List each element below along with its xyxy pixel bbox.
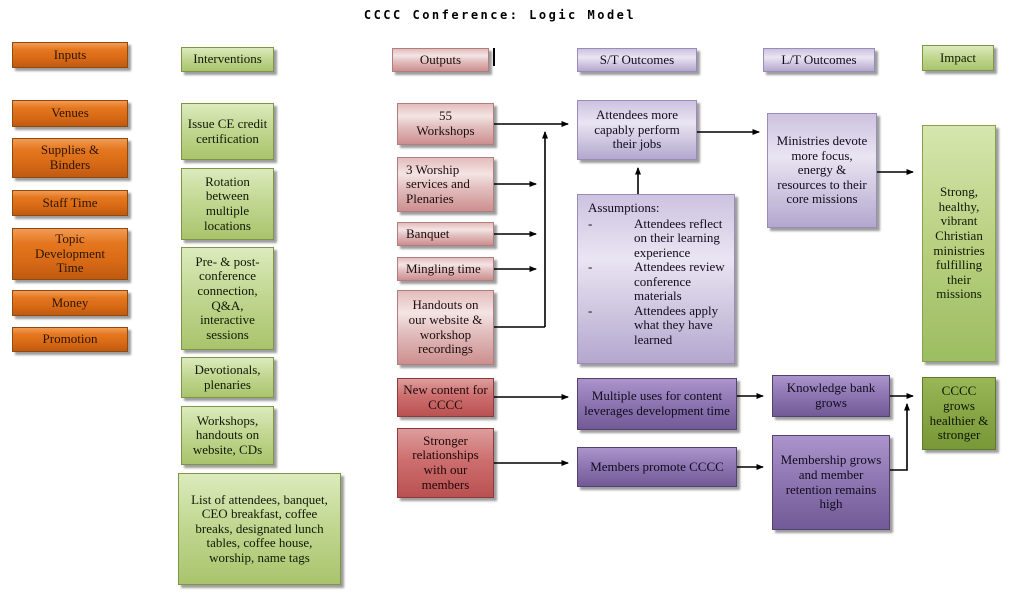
input-supplies-binders: Supplies & Binders	[12, 138, 128, 178]
assumption-item: - Attendees review conference materials	[588, 259, 730, 304]
header-inputs: Inputs	[12, 42, 128, 68]
assumption-text: Attendees review conference materials	[634, 259, 725, 304]
input-promotion: Promotion	[12, 327, 128, 352]
intervention-pre-post-conference: Pre- & post-conference connection, Q&A, …	[181, 247, 274, 350]
header-st-outcomes: S/T Outcomes	[577, 48, 697, 72]
intervention-devotionals: Devotionals, plenaries	[181, 357, 274, 398]
output-worship-plenaries: 3 Worship services and Plenaries	[397, 157, 494, 212]
lt-outcome-ministries: Ministries devote more focus, energy & r…	[767, 113, 877, 228]
assumptions-title: Assumptions:	[588, 200, 660, 215]
input-topic-development-time: Topic Development Time	[12, 228, 128, 280]
lt-outcome-knowledge-bank: Knowledge bank grows	[772, 375, 890, 417]
input-venues: Venues	[12, 100, 128, 127]
bullet-dash: -	[588, 215, 593, 231]
output-stronger-relationships: Stronger relationships with our members	[397, 428, 494, 498]
st-outcome-attendees-perform: Attendees more capably perform their job…	[577, 100, 697, 160]
header-outputs: Outputs	[392, 48, 489, 72]
impact-strong-ministries: Strong, healthy, vibrant Christian minis…	[922, 125, 996, 362]
header-impact: Impact	[922, 45, 994, 71]
assumption-item: - Attendees reflect on their learning ex…	[588, 215, 730, 261]
diagram-title: CCCC Conference: Logic Model	[363, 8, 637, 22]
input-staff-time: Staff Time	[12, 190, 128, 216]
st-outcome-members-promote: Members promote CCCC	[577, 447, 737, 487]
output-banquet: Banquet	[397, 222, 494, 246]
assumption-text: Attendees apply what they have learned	[634, 302, 719, 347]
st-assumptions-box: Assumptions: - Attendees reflect on thei…	[577, 194, 735, 364]
header-interventions: Interventions	[181, 47, 274, 72]
impact-cccc-grows: CCCC grows healthier & stronger	[922, 377, 996, 450]
output-handouts-recordings: Handouts on our website & workshop recor…	[397, 290, 494, 365]
arrow-membership-up-to-impact	[890, 403, 910, 471]
intervention-attendee-list: List of attendees, banquet, CEO breakfas…	[178, 473, 341, 585]
bullet-dash: -	[588, 259, 593, 275]
output-55-workshops: 55 Workshops	[397, 103, 494, 145]
text-cursor	[493, 48, 495, 66]
intervention-workshops-handouts: Workshops, handouts on website, CDs	[181, 406, 274, 465]
output-new-content: New content for CCCC	[397, 378, 494, 417]
bullet-dash: -	[588, 302, 593, 318]
intervention-ce-credit: Issue CE credit certification	[181, 103, 274, 160]
assumption-item: - Attendees apply what they have learned	[588, 302, 730, 348]
st-outcome-multiple-uses: Multiple uses for content leverages deve…	[577, 378, 737, 430]
header-lt-outcomes: L/T Outcomes	[763, 48, 875, 72]
intervention-rotation: Rotation between multiple locations	[181, 168, 274, 240]
lt-outcome-membership: Membership grows and member retention re…	[772, 435, 890, 530]
input-money: Money	[12, 290, 128, 316]
output-mingling-time: Mingling time	[397, 257, 494, 281]
assumption-text: Attendees reflect on their learning expe…	[634, 215, 723, 260]
